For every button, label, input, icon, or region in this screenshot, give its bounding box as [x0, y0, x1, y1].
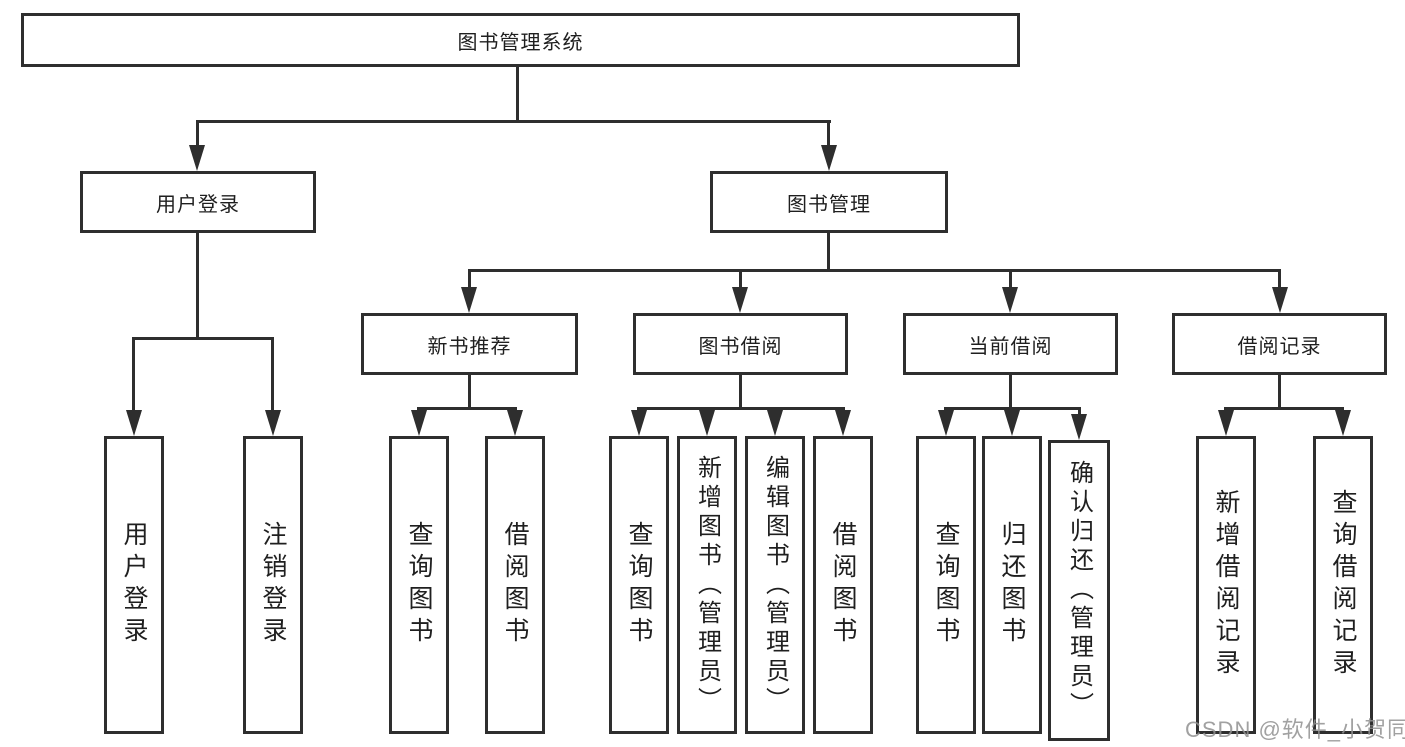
node-label: 用户登录	[156, 193, 240, 216]
connector-line	[417, 407, 517, 410]
connector-line	[739, 375, 742, 409]
connector-line	[132, 337, 135, 412]
connector-line	[1278, 269, 1281, 289]
leaf-query-books: 查询图书	[916, 436, 976, 734]
node-label: 图书管理系统	[457, 31, 584, 54]
node-label: 图书借阅	[698, 335, 783, 358]
node-label: 查询借阅记录	[1329, 489, 1357, 681]
node-label: 注销登录	[259, 521, 287, 649]
leaf-query-books: 查询图书	[609, 436, 669, 734]
connector-line	[271, 337, 274, 412]
connector-line	[468, 269, 471, 289]
arrow-down-icon	[699, 410, 715, 436]
connector-line	[827, 233, 830, 271]
leaf-logout: 注销登录	[243, 436, 303, 734]
node-library-management-system: 图书管理系统	[21, 13, 1020, 67]
connector-line	[468, 375, 471, 409]
arrow-down-icon	[631, 410, 647, 436]
connector-line	[1009, 269, 1012, 289]
arrow-down-icon	[938, 410, 954, 436]
node-label: 新增图书（管理员）	[693, 454, 721, 716]
leaf-confirm-return-admin: 确认归还（管理员）	[1048, 440, 1110, 741]
connector-line	[196, 120, 199, 148]
arrow-down-icon	[411, 410, 427, 436]
arrow-down-icon	[821, 145, 837, 171]
leaf-add-book-admin: 新增图书（管理员）	[677, 436, 737, 734]
node-current-borrow: 当前借阅	[903, 313, 1118, 375]
connector-line	[196, 233, 199, 339]
leaf-query-borrow-record: 查询借阅记录	[1313, 436, 1373, 734]
node-label: 新增借阅记录	[1212, 489, 1240, 681]
arrow-down-icon	[1071, 414, 1087, 440]
node-label: 借阅记录	[1237, 335, 1322, 358]
node-borrow-records: 借阅记录	[1172, 313, 1387, 375]
node-label: 归还图书	[998, 521, 1026, 649]
connector-line	[468, 269, 1281, 272]
arrow-down-icon	[461, 287, 477, 313]
node-label: 用户登录	[120, 521, 148, 649]
csdn-watermark: CSDN @软件_小贺同学	[1185, 717, 1405, 742]
node-label: 查询图书	[625, 521, 653, 649]
leaf-add-borrow-record: 新增借阅记录	[1196, 436, 1256, 734]
leaf-borrow-books: 借阅图书	[485, 436, 545, 734]
arrow-down-icon	[767, 410, 783, 436]
leaf-edit-book-admin: 编辑图书（管理员）	[745, 436, 805, 734]
connector-line	[133, 337, 274, 340]
leaf-user-login: 用户登录	[104, 436, 164, 734]
node-user-login: 用户登录	[80, 171, 316, 233]
node-book-borrow: 图书借阅	[633, 313, 848, 375]
node-label: 图书管理	[787, 193, 871, 216]
leaf-query-books: 查询图书	[389, 436, 449, 734]
leaf-return-books: 归还图书	[982, 436, 1042, 734]
node-label: 借阅图书	[829, 521, 857, 649]
connector-line	[637, 407, 845, 410]
node-label: 借阅图书	[501, 521, 529, 649]
connector-line	[1078, 407, 1081, 417]
node-label: 当前借阅	[968, 335, 1053, 358]
connector-line	[1224, 407, 1344, 410]
arrow-down-icon	[732, 287, 748, 313]
connector-line	[739, 269, 742, 289]
connector-line	[1278, 375, 1281, 409]
node-label: 查询图书	[932, 521, 960, 649]
connector-line	[516, 67, 519, 120]
arrow-down-icon	[1002, 287, 1018, 313]
node-new-book-recommend: 新书推荐	[361, 313, 578, 375]
arrow-down-icon	[1335, 410, 1351, 436]
arrow-down-icon	[1218, 410, 1234, 436]
node-label: 查询图书	[405, 521, 433, 649]
node-book-management: 图书管理	[710, 171, 948, 233]
node-label: 编辑图书（管理员）	[761, 454, 789, 716]
leaf-borrow-books: 借阅图书	[813, 436, 873, 734]
arrow-down-icon	[265, 410, 281, 436]
arrow-down-icon	[835, 410, 851, 436]
node-label: 新书推荐	[427, 335, 512, 358]
arrow-down-icon	[126, 410, 142, 436]
connector-line	[196, 120, 831, 123]
connector-line	[1009, 375, 1012, 409]
arrow-down-icon	[1004, 410, 1020, 436]
connector-line	[827, 120, 830, 148]
node-label: 确认归还（管理员）	[1065, 460, 1093, 721]
arrow-down-icon	[189, 145, 205, 171]
arrow-down-icon	[1272, 287, 1288, 313]
arrow-down-icon	[507, 410, 523, 436]
